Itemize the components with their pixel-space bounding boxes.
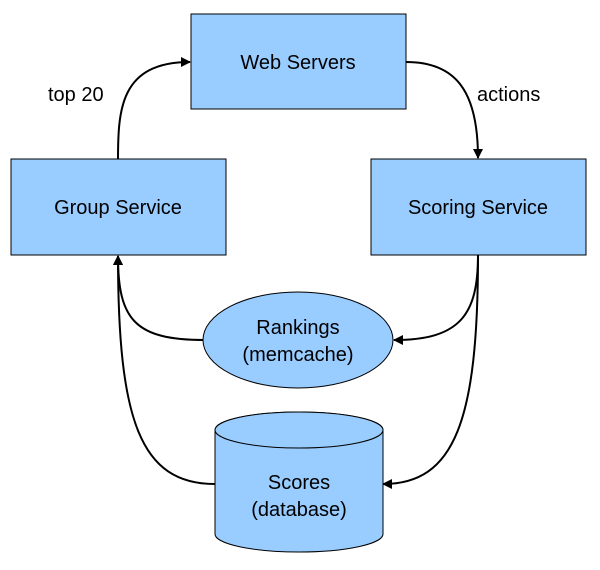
- scores-cylinder-top: [214, 411, 384, 449]
- node-group-service: Group Service: [10, 158, 227, 256]
- node-rankings-line2: (memcache): [242, 344, 353, 366]
- node-web-servers: Web Servers: [190, 13, 407, 110]
- node-scores: Scores (database): [214, 411, 384, 553]
- node-web-servers-label: Web Servers: [240, 52, 355, 74]
- edge-label-top-20: top 20: [48, 84, 104, 106]
- edge-group-to-web: [117, 57, 191, 161]
- node-scores-line2: (database): [251, 499, 347, 521]
- edge-scores-to-group: [113, 255, 216, 485]
- edge-web-to-scoring: [405, 61, 483, 159]
- node-scoring-service-label: Scoring Service: [408, 197, 548, 219]
- node-rankings: Rankings (memcache): [202, 291, 394, 389]
- node-rankings-line1: Rankings: [256, 317, 339, 339]
- node-scoring-service: Scoring Service: [370, 158, 587, 256]
- edge-label-actions: actions: [477, 84, 540, 106]
- edge-scoring-to-scores: [382, 254, 479, 489]
- node-scores-line1: Scores: [268, 472, 330, 494]
- edge-rankings-to-group: [113, 255, 206, 341]
- edge-scoring-to-rankings: [393, 254, 479, 345]
- node-group-service-label: Group Service: [54, 197, 182, 219]
